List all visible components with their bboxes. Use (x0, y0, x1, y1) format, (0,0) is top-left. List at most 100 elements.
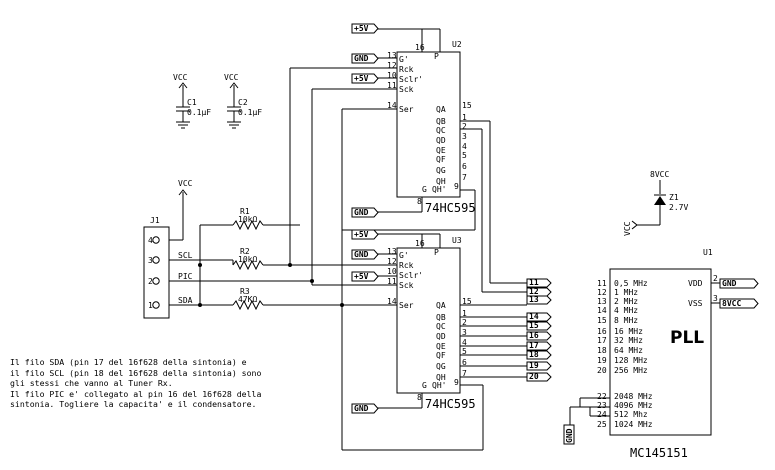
j1-pin-number: 3 (148, 256, 153, 265)
u3-gnd-label: G (422, 381, 427, 390)
u1-center-label: PLL (670, 328, 704, 348)
j1-pin (152, 256, 160, 264)
bus-tag (526, 331, 552, 341)
u2-qh2-label: QH' (432, 185, 446, 194)
u2-output-pin-number: 3 (462, 132, 467, 141)
bus-tag (526, 278, 552, 288)
plus5v-tag-u3-sclr-label: +5V (354, 272, 369, 281)
u2-output-pin-number: 6 (462, 162, 467, 171)
u2-left-pin-label: Sclr' (399, 75, 423, 84)
u2-output-label: QA (436, 105, 446, 114)
u3-output-pin-number: 1 (462, 309, 467, 318)
u3-output-label: QH (436, 373, 446, 382)
gnd-tag-u1 (563, 424, 575, 445)
u1-pin-number: 15 (597, 316, 607, 325)
u3-chip-body (396, 247, 461, 394)
u2-left-pin-number: 10 (387, 71, 397, 80)
vcc-label-c1: VCC (173, 73, 188, 82)
note-line: Il filo SDA (pin 17 del 16f628 della sin… (10, 357, 247, 367)
u1-pin-label: 1024 MHz (614, 420, 653, 429)
u3-part: 74HC595 (425, 397, 476, 411)
u2-output-label: QC (436, 126, 446, 135)
u2-output-label: QB (436, 117, 446, 126)
u1-pin-number: 22 (597, 392, 607, 401)
u2-output-pin-number: 4 (462, 142, 467, 151)
u2-gnd-label: G (422, 185, 427, 194)
cap-ref: C1 (187, 98, 197, 107)
u1-pin-number: 12 (597, 288, 607, 297)
u3-output-label: QD (436, 332, 446, 341)
plus5v-tag-u3-top (351, 229, 379, 240)
v8-label-zener: 8VCC (650, 170, 669, 179)
bus-tag (526, 295, 552, 305)
zener-ref: Z1 (669, 193, 679, 202)
u1-pin-label: 2048 MHz (614, 392, 653, 401)
u3-output-label: QF (436, 351, 446, 360)
v8-tag-u1-vss (719, 298, 759, 309)
u2-output-label: QE (436, 146, 446, 155)
u2-output-pin-number: 2 (462, 122, 467, 131)
u1-pin-label: 0,5 MHz (614, 279, 648, 288)
u3-output-pin-number: 4 (462, 338, 467, 347)
gnd-tag-u2-pin8 (351, 207, 379, 218)
u3-left-pin-number: 12 (387, 257, 397, 266)
u3-left-pin-label: Sck (399, 281, 414, 290)
u3-output-label: QC (436, 322, 446, 331)
u3-output-pin-number: 7 (462, 369, 467, 378)
u1-pin-label: 8 MHz (614, 316, 638, 325)
u3-output-pin-number: 3 (462, 328, 467, 337)
u2-output-label: QH (436, 177, 446, 186)
net-label-sda: SDA (178, 296, 193, 305)
bus-tag (526, 361, 552, 371)
u3-output-label: QB (436, 313, 446, 322)
u1-pin-label: 4 MHz (614, 306, 638, 315)
note-line: sintonia. Togliere la capacita' e il con… (10, 399, 257, 410)
u2-pin-9: 9 (454, 182, 459, 191)
u2-left-pin-label: Ser (399, 105, 414, 114)
plus5v-tag-u2-top (351, 23, 379, 34)
bus-tag-label: 16 (529, 331, 539, 340)
note-line: Il filo PIC e' collegato al pin 16 del 1… (10, 388, 262, 399)
u1-pin-label: 64 MHz (614, 346, 643, 355)
u2-pin-p-label: P (434, 52, 439, 61)
u3-qh2-label: QH' (432, 381, 446, 390)
u1-pin-number: 24 (597, 410, 607, 419)
u3-pin-p-label: P (434, 248, 439, 257)
u1-pin-label: 16 MHz (614, 327, 643, 336)
gnd-tag-u1-label: GND (565, 428, 574, 443)
u2-left-pin-label: Rck (399, 65, 414, 74)
bus-tag-label: 11 (529, 278, 539, 287)
u3-output-pin-number: 5 (462, 347, 467, 356)
j1-pin (152, 277, 160, 285)
u3-output-pin-number: 6 (462, 358, 467, 367)
bus-tag-label: 14 (529, 312, 539, 321)
u3-pin-16: 16 (415, 239, 425, 248)
v8-tag-u1-vss-label: 8VCC (722, 299, 741, 308)
net-label-scl: SCL (178, 251, 193, 260)
bus-tag (526, 350, 552, 360)
u3-pin-8: 8 (417, 393, 422, 402)
note-line: gli stessi che vanno al Tuner Rx. (10, 378, 173, 389)
u3-output-label: QE (436, 342, 446, 351)
gnd-tag-u3-pin8 (351, 403, 379, 414)
gnd-tag-u1-vdd-label: GND (722, 279, 737, 288)
u3-pin-9: 9 (454, 378, 459, 387)
u3-ref: U3 (452, 236, 462, 245)
u1-pin-number: 13 (597, 297, 607, 306)
gnd-tag-u2-g (351, 53, 379, 64)
resistor-ref: R1 (240, 207, 250, 216)
gnd-tag-u1-vdd (719, 278, 759, 289)
u1-part: MC145151 (630, 446, 688, 460)
resistor-value: 10kΩ (238, 255, 257, 264)
cap-ref: C2 (238, 98, 248, 107)
resistor-ref: R3 (240, 287, 250, 296)
bus-tag (526, 312, 552, 322)
j1-connector (143, 226, 170, 319)
u1-pin-number: 25 (597, 420, 607, 429)
u2-output-label: QF (436, 155, 446, 164)
bus-tag-label: 19 (529, 361, 539, 370)
gnd-tag-u3-g-label: GND (354, 250, 369, 259)
plus5v-tag-u2-sclr-label: +5V (354, 74, 369, 83)
